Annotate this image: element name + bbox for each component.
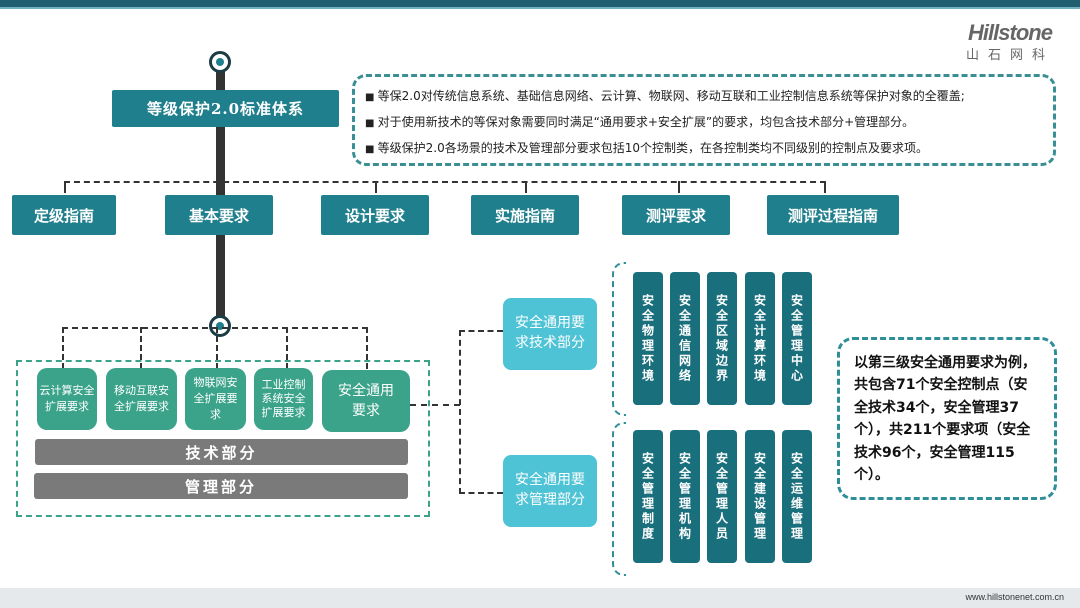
- tech-brace: [612, 262, 626, 416]
- mgmt-item: 安全运维管理: [782, 430, 812, 563]
- footer: www.hillstonenet.com.cn: [0, 588, 1080, 608]
- ext-cloud: 云计算安全扩展要求: [37, 368, 97, 430]
- mgmt-item: 安全管理机构: [670, 430, 700, 563]
- category-evaluation-requirements: 测评要求: [622, 195, 730, 235]
- spine-line: [216, 62, 225, 324]
- ext-mobile: 移动互联安全扩展要求: [106, 368, 177, 430]
- category-evaluation-process-guide: 测评过程指南: [767, 195, 899, 235]
- top-node: [209, 51, 231, 73]
- category-connector: [64, 181, 826, 193]
- logo-cn-text: 山石网科: [965, 48, 1054, 63]
- mgmt-item: 安全管理制度: [633, 430, 663, 563]
- ext-ics: 工业控制系统安全扩展要求: [254, 368, 313, 430]
- mgmt-item: 安全管理人员: [707, 430, 737, 563]
- category-design-requirements: 设计要求: [321, 195, 429, 235]
- basic-requirements-group: [16, 360, 430, 517]
- info-line: 对于使用新技术的等保对象需要同时满足“通用要求+安全扩展”的要求，均包含技术部分…: [365, 113, 1043, 130]
- category-implementation-guide: 实施指南: [471, 195, 579, 235]
- extension-connector: [62, 327, 368, 369]
- top-bar: [0, 0, 1080, 9]
- level3-note: 以第三级安全通用要求为例，共包含71个安全控制点（安全技术34个，安全管理37个…: [837, 337, 1057, 500]
- category-basic-requirements: 基本要求: [165, 195, 273, 235]
- root-box: 等级保护2.0标准体系: [112, 90, 339, 127]
- mgmt-brace: [612, 422, 626, 576]
- technical-part-bar: 技术部分: [35, 439, 408, 465]
- info-line: 等级保护2.0各场景的技术及管理部分要求包括10个控制类，在各控制类均不同级别的…: [365, 139, 1043, 156]
- middle-node: [209, 315, 231, 337]
- general-mgmt-part: 安全通用要求管理部分: [503, 455, 597, 527]
- category-grading-guide: 定级指南: [12, 195, 116, 235]
- management-part-bar: 管理部分: [34, 473, 408, 499]
- hillstone-logo: Hillstone 山石网科: [955, 20, 1065, 63]
- tech-item: 安全计算环境: [745, 272, 775, 405]
- info-box: 等保2.0对传统信息系统、基础信息网络、云计算、物联网、移动互联和工业控制信息系…: [352, 74, 1056, 166]
- mgmt-item: 安全建设管理: [745, 430, 775, 563]
- ext-iot: 物联网安全扩展要求: [185, 368, 246, 430]
- general-tech-part: 安全通用要求技术部分: [503, 298, 597, 370]
- tech-item: 安全通信网络: [670, 272, 700, 405]
- footer-url: www.hillstonenet.com.cn: [965, 592, 1064, 602]
- info-line: 等保2.0对传统信息系统、基础信息网络、云计算、物联网、移动互联和工业控制信息系…: [365, 87, 1043, 104]
- tech-item: 安全物理环境: [633, 272, 663, 405]
- tech-item: 安全区域边界: [707, 272, 737, 405]
- logo-text: Hillstone: [968, 20, 1053, 45]
- general-requirements: 安全通用要求: [322, 370, 410, 432]
- tech-item: 安全管理中心: [782, 272, 812, 405]
- general-connector: [459, 330, 503, 494]
